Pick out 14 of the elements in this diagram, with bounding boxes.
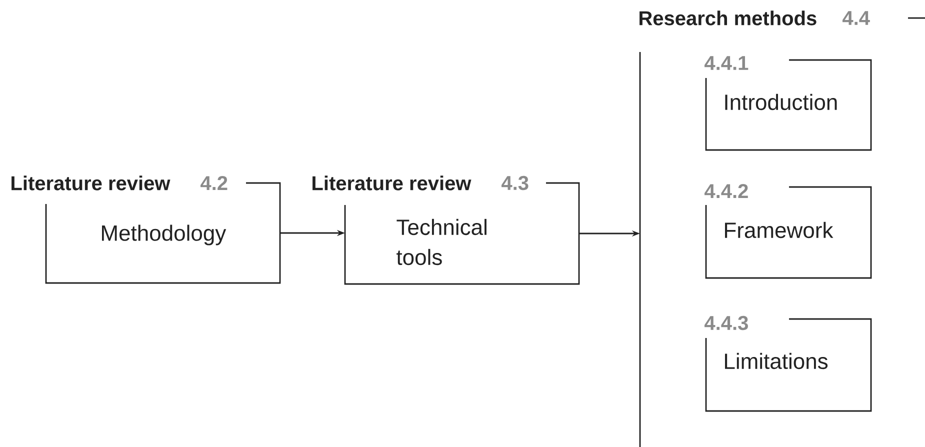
heading-text: Literature review (312, 176, 472, 190)
box-label: Limitations (725, 352, 828, 370)
section-number: 4.4.2 (704, 184, 748, 198)
section-number: 4.2 (200, 176, 228, 190)
box-label: Framework (725, 222, 834, 238)
box-label: Methodology (102, 224, 226, 246)
section-number: 4.4.3 (704, 316, 748, 330)
section-number: 4.3 (502, 176, 528, 190)
box-label: Introduction (725, 94, 837, 110)
box-label: Technical tools (396, 218, 486, 266)
section-number: 4.4 (842, 11, 870, 25)
heading-text: Research methods (640, 10, 816, 26)
heading-text: Literature review (12, 176, 170, 190)
section-number: 4.4.1 (704, 56, 748, 70)
